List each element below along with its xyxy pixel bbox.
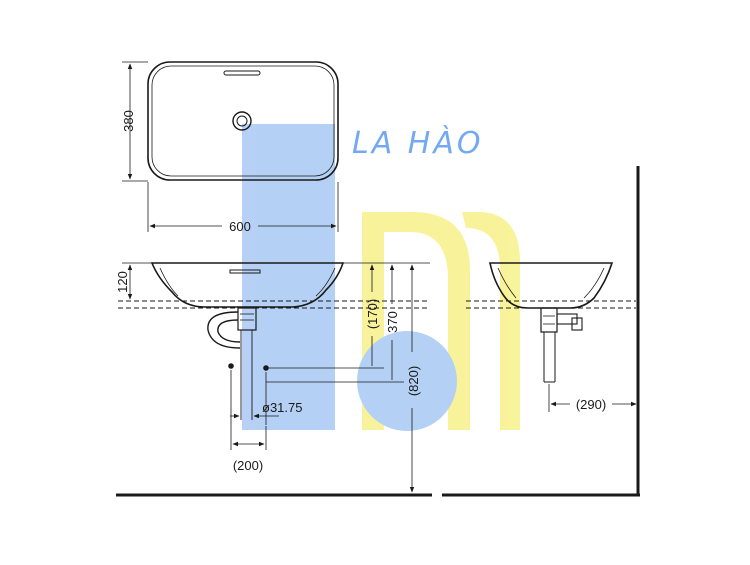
dimension-bowl-height-label: 120 bbox=[115, 271, 130, 293]
dimension-pipe-diameter-label: ø31.75 bbox=[262, 400, 302, 415]
trap-pipe bbox=[207, 311, 241, 349]
basin-top-outline bbox=[147, 61, 339, 181]
drain-hole-inner bbox=[236, 115, 248, 127]
side-trap-outlet bbox=[556, 313, 578, 325]
watermark-yellow-arc-2 bbox=[462, 212, 520, 430]
watermark-blue-bar bbox=[242, 124, 335, 430]
dimension-width-label: 380 bbox=[121, 110, 136, 132]
side-view bbox=[466, 166, 640, 495]
dimension-floor-height-label: (820) bbox=[406, 366, 421, 396]
dimension-width bbox=[122, 61, 148, 182]
dimension-outlet-height-label: 370 bbox=[385, 311, 400, 333]
side-drain-fitting bbox=[540, 307, 558, 333]
front-view bbox=[118, 262, 430, 420]
basin-front-outline bbox=[150, 262, 345, 308]
basin-front-inner bbox=[159, 267, 336, 297]
dimension-outlet-height bbox=[266, 264, 404, 383]
watermark-brand-text: LA HÀO bbox=[352, 125, 483, 161]
dimension-wall-distance-label: (290) bbox=[576, 397, 606, 412]
drain-fitting bbox=[237, 307, 257, 331]
dimension-length bbox=[147, 182, 339, 232]
drain-hole-outer bbox=[232, 111, 252, 131]
watermark-logo: LA HÀO bbox=[242, 124, 520, 431]
dimension-length-label: 600 bbox=[229, 219, 251, 234]
dimension-pipe-diameter bbox=[230, 372, 279, 425]
dimension-drain-height bbox=[266, 264, 384, 369]
outlet-center-marker bbox=[228, 363, 234, 369]
dimension-drain-height-label: (170) bbox=[365, 299, 380, 329]
dimension-wall-distance bbox=[548, 384, 637, 412]
side-trap-cap bbox=[571, 317, 583, 331]
overflow-front bbox=[229, 269, 261, 274]
overflow-slot bbox=[223, 70, 261, 76]
watermark-blue-circle bbox=[357, 331, 457, 431]
dimension-pipe-offset-label: (200) bbox=[233, 458, 263, 473]
basin-top-inner bbox=[151, 65, 335, 177]
dimension-pipe-offset bbox=[230, 370, 267, 450]
basin-side-inner bbox=[497, 267, 605, 299]
top-view bbox=[147, 61, 339, 181]
dimension-bowl-height bbox=[122, 262, 152, 300]
